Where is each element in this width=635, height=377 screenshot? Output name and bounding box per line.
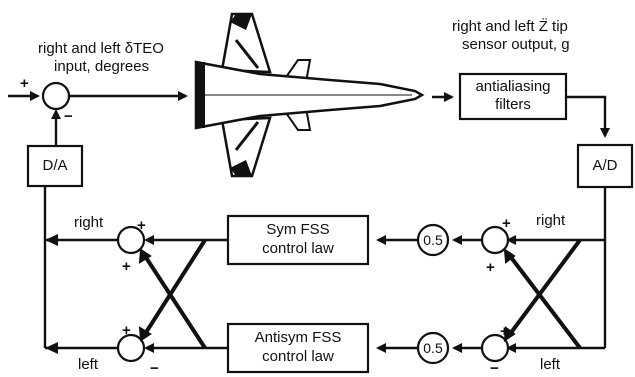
right-bottom-minus: − (490, 360, 499, 377)
antialiasing-label-line1: antialiasing (475, 78, 551, 95)
left-right-summing-junction (116, 225, 146, 255)
antialiasing-filters-box (458, 72, 568, 121)
output-label-line1: right and left Z̈ tip (452, 18, 568, 35)
input-minus-sign: − (64, 108, 73, 125)
right-rail-arrowhead (45, 234, 58, 246)
antisym-fss-control-law-box (226, 322, 370, 374)
gain-top-label: 0.5 (423, 232, 443, 248)
sym-label-line1: Sym FSS (266, 221, 330, 238)
gain-bottom-label: 0.5 (423, 340, 443, 356)
right-top-plus2: + (486, 259, 495, 276)
left-bottom-plus: + (122, 322, 131, 339)
right-bottom-plus: + (500, 323, 509, 340)
right-cross-2 (508, 254, 582, 350)
antisym-label-line1: Antisym FSS (254, 329, 342, 346)
sym-fss-control-law-box (226, 214, 370, 266)
antialiasing-label-line2: filters (495, 96, 531, 113)
input-label-line1: right and left δTEO (38, 40, 164, 57)
left-rail-arrowhead (45, 342, 58, 354)
ad-label: A/D (592, 157, 618, 174)
right-right-label: right (536, 212, 566, 229)
right-top-plus: + (502, 215, 511, 232)
left-cross-1 (143, 238, 207, 336)
left-top-plus2: + (122, 258, 131, 275)
antisym-label-line2: control law (262, 348, 334, 365)
left-left-label: left (78, 356, 99, 373)
right-cross-1 (508, 238, 582, 336)
da-box (26, 144, 84, 188)
left-cross-2 (143, 254, 207, 350)
left-left-summing-junction (116, 333, 146, 363)
sym-label-line2: control law (262, 240, 334, 257)
left-top-plus: + (137, 217, 146, 234)
filter-to-ad-arrow (566, 95, 610, 138)
right-left-label: left (540, 356, 561, 373)
left-bottom-minus: − (150, 360, 159, 377)
input-label-line2: input, degrees (54, 58, 150, 75)
left-right-label: right (74, 214, 104, 231)
da-label: D/A (42, 157, 68, 174)
output-label-line2: sensor output, g (462, 36, 570, 53)
aircraft-illustration (194, 12, 425, 178)
input-summing-junction (41, 81, 71, 111)
input-plus-sign: + (20, 75, 29, 92)
